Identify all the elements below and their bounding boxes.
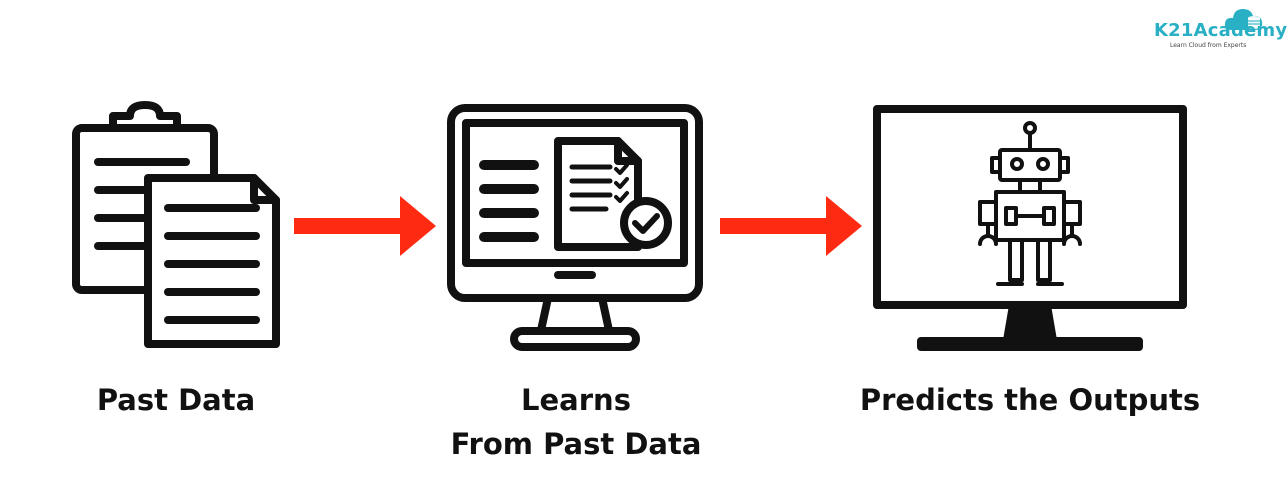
cloud-icon bbox=[1224, 9, 1263, 30]
step-label-past-data: Past Data bbox=[96, 383, 256, 417]
brand-logo: K21Academy Learn Cloud from Experts bbox=[1140, 6, 1287, 50]
step-label-from-past-data: From Past Data bbox=[450, 427, 702, 461]
clipboard-documents-icon bbox=[72, 101, 280, 348]
monitor-checklist-icon bbox=[447, 104, 703, 351]
step-label-predicts-outputs: Predicts the Outputs bbox=[859, 383, 1201, 417]
step-label-learns: Learns bbox=[521, 383, 631, 417]
brand-name: K21Academy bbox=[1154, 20, 1287, 41]
monitor-robot-icon bbox=[873, 105, 1187, 351]
arrow-right-icon bbox=[294, 196, 436, 256]
arrow-right-icon bbox=[720, 196, 862, 256]
brand-tagline: Learn Cloud from Experts bbox=[1170, 42, 1247, 49]
